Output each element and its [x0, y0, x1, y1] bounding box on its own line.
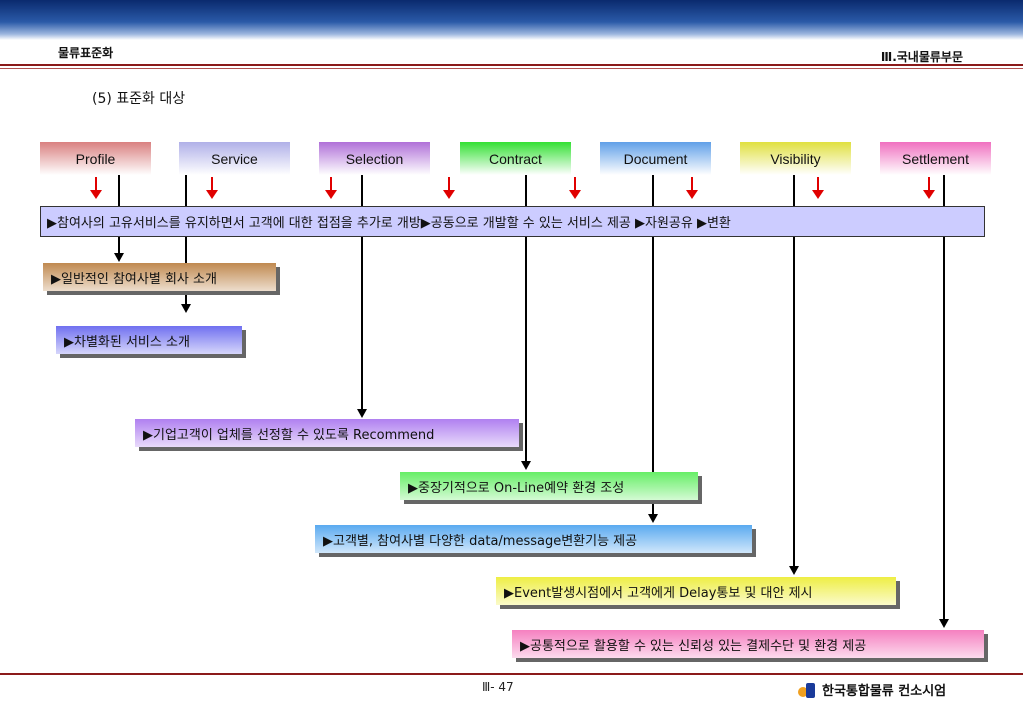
section-title: (5) 표준화 대상 — [92, 91, 186, 107]
top-banner — [0, 0, 1023, 40]
page-number: Ⅲ- 47 — [482, 680, 514, 694]
red-arrow-down-icon — [443, 177, 455, 199]
red-arrow-down-icon — [812, 177, 824, 199]
header-divider-thin — [0, 68, 1023, 69]
category-service: Service — [179, 142, 290, 175]
red-arrow-down-icon — [569, 177, 581, 199]
arrow-down-icon — [521, 461, 531, 470]
arrow-down-icon — [181, 304, 191, 313]
chapter-title: Ⅲ.국내물류부문 — [880, 50, 963, 64]
red-arrow-down-icon — [686, 177, 698, 199]
red-arrow-down-icon — [923, 177, 935, 199]
connector-line — [652, 175, 654, 515]
red-arrow-down-icon — [325, 177, 337, 199]
arrow-down-icon — [648, 514, 658, 523]
category-settlement: Settlement — [880, 142, 991, 175]
connector-line — [525, 175, 527, 462]
category-profile: Profile — [40, 142, 151, 175]
red-arrow-down-icon — [206, 177, 218, 199]
box-contract-detail: ▶중장기적으로 On-Line예약 환경 조성 — [400, 472, 698, 500]
arrow-down-icon — [357, 409, 367, 418]
footer-divider — [0, 673, 1023, 675]
document-title: 물류표준화 — [58, 46, 114, 60]
box-settlement-detail: ▶공통적으로 활용할 수 있는 신뢰성 있는 결제수단 및 환경 제공 — [512, 630, 984, 658]
connector-line — [943, 175, 945, 620]
arrow-down-icon — [939, 619, 949, 628]
box-visibility-detail: ▶Event발생시점에서 고객에게 Delay통보 및 대안 제시 — [496, 577, 896, 605]
main-description-bar: ▶참여사의 고유서비스를 유지하면서 고객에 대한 접점을 추가로 개방▶공동으… — [40, 206, 985, 237]
arrow-down-icon — [789, 566, 799, 575]
arrow-down-icon — [114, 253, 124, 262]
category-contract: Contract — [460, 142, 571, 175]
box-service-detail: ▶차별화된 서비스 소개 — [56, 326, 242, 354]
category-selection: Selection — [319, 142, 430, 175]
connector-line — [185, 175, 187, 305]
box-profile-detail: ▶일반적인 참여사별 회사 소개 — [43, 263, 276, 291]
company-logo-icon — [798, 683, 815, 698]
category-document: Document — [600, 142, 711, 175]
box-document-detail: ▶고객별, 참여사별 다양한 data/message변환기능 제공 — [315, 525, 752, 553]
header-divider — [0, 64, 1023, 66]
category-visibility: Visibility — [740, 142, 851, 175]
connector-line — [361, 175, 363, 410]
box-selection-detail: ▶기업고객이 업체를 선정할 수 있도록 Recommend — [135, 419, 519, 447]
connector-line — [793, 175, 795, 567]
company-name: 한국통합물류 컨소시엄 — [822, 684, 947, 699]
red-arrow-down-icon — [90, 177, 102, 199]
